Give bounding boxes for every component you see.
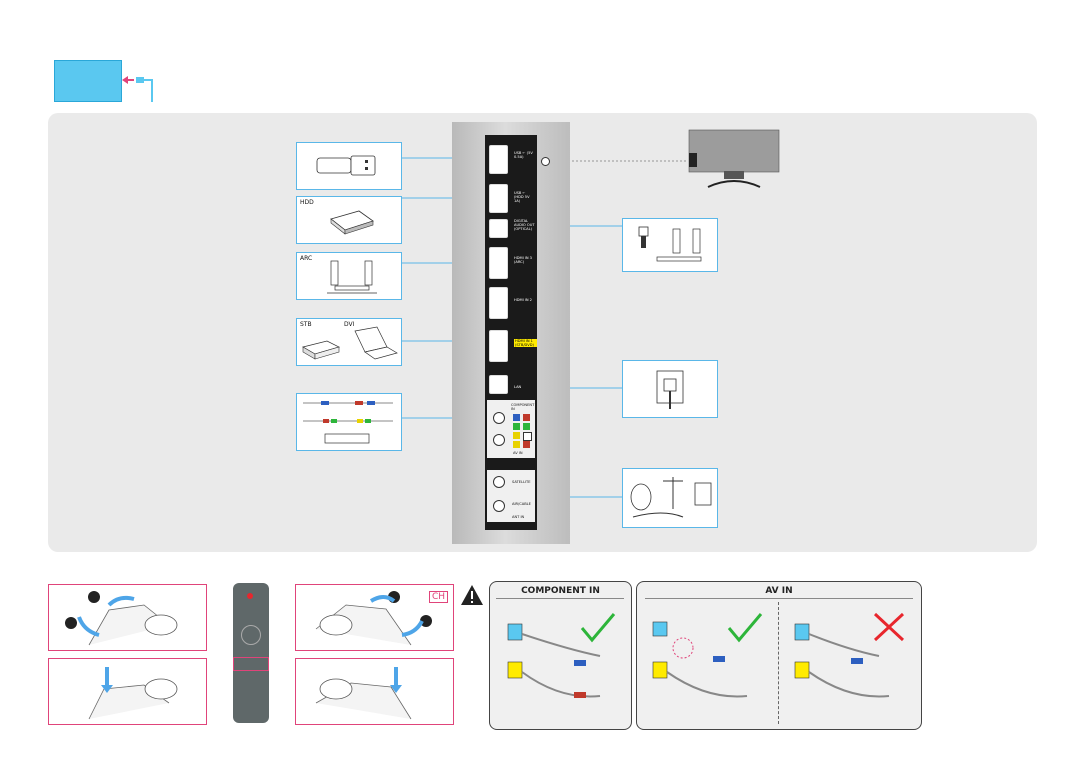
- arc-label: ARC: [300, 255, 313, 262]
- mute-panel: [48, 658, 207, 725]
- arc-soundbar-box: ARC: [296, 252, 402, 300]
- hdd-box: HDD: [296, 196, 402, 244]
- satellite-jack[interactable]: [493, 476, 505, 488]
- avin-correct-illustration: [652, 613, 763, 698]
- avin-wrong-illustration: [794, 612, 905, 698]
- avin-guide-title: AV IN: [765, 586, 793, 596]
- rocker-highlight: [233, 657, 269, 671]
- mute-press-icon: [88, 667, 178, 720]
- stb-dvi-box: STB DVI: [296, 318, 402, 366]
- component-label: COMPONENT IN: [511, 403, 535, 411]
- optical-label: DIGITAL AUDIO OUT (OPTICAL): [514, 219, 535, 231]
- lan-wall-box: [622, 360, 718, 418]
- usb-stick-icon: [316, 155, 376, 176]
- lan-label: LAN: [514, 385, 522, 389]
- stb-laptop-icon: [302, 326, 398, 360]
- stb-label: STB: [300, 321, 312, 328]
- channel-up-panel: CH: [295, 584, 454, 651]
- air-cable-jack[interactable]: [493, 500, 505, 512]
- hdd-icon: [330, 210, 374, 235]
- rca-cables-icon: [303, 401, 393, 444]
- optical-soundbar-icon: [638, 226, 702, 262]
- check-icon: [727, 613, 763, 643]
- component-guide-title: COMPONENT IN: [521, 586, 600, 596]
- cross-icon: [873, 612, 905, 642]
- dvi-label: DVI: [344, 321, 355, 328]
- hdmi-1-port[interactable]: [489, 330, 508, 362]
- usb-stick-box: [296, 142, 402, 190]
- av-jack[interactable]: [493, 434, 505, 446]
- tv-rear-icon: [688, 129, 780, 188]
- optical-port[interactable]: [489, 219, 508, 238]
- hdmi2-label: HDMI IN 2: [514, 298, 532, 302]
- hdd-label: HDD: [300, 199, 314, 206]
- channel-press-icon: [315, 667, 412, 720]
- channel-rocker-icon: [315, 591, 432, 646]
- avin-label: AV IN: [513, 451, 523, 455]
- antenna-block: SATELLITE AIR/CABLE ANT IN: [487, 470, 535, 522]
- antenna-box: [622, 468, 718, 528]
- lan-port[interactable]: [489, 375, 508, 394]
- air-cable-label: AIR/CABLE: [512, 502, 531, 506]
- soundbar-icon: [327, 260, 377, 294]
- volume-rocker-icon: [65, 591, 178, 646]
- component-correct-illustration: [507, 613, 616, 698]
- tv-icon: [54, 60, 122, 102]
- ant-in-label: ANT IN: [512, 515, 525, 519]
- component-av-block: COMPONENT IN AV IN: [487, 400, 535, 458]
- component-in-guide: COMPONENT IN: [489, 581, 632, 730]
- component-jack[interactable]: [493, 412, 505, 424]
- ch-label: CH: [429, 591, 449, 603]
- av-in-guide: AV IN: [636, 581, 922, 730]
- lan-wall-icon: [656, 370, 684, 409]
- check-icon: [580, 613, 616, 643]
- dpad-icon[interactable]: [241, 625, 261, 645]
- antenna-icon: [630, 477, 712, 518]
- warning-icon: [461, 585, 483, 605]
- usb2-label: USB ⇠ (HDD 5V 1A): [514, 191, 530, 203]
- power-button-icon[interactable]: [247, 593, 253, 599]
- port-marker-icon: [541, 157, 550, 166]
- usb-port-1[interactable]: [489, 145, 508, 174]
- channel-list-panel: [295, 658, 454, 725]
- usb1-label: USB ⇠ (5V 0.5A): [514, 151, 533, 159]
- remote-control: [233, 583, 269, 723]
- satellite-label: SATELLITE: [512, 480, 531, 484]
- volume-up-panel: [48, 584, 207, 651]
- hdmi3-label: HDMI IN 3 (ARC): [514, 256, 532, 264]
- cable-plug-icon: [122, 76, 153, 102]
- hdmi-3-port[interactable]: [489, 247, 508, 279]
- av-cables-box: [296, 393, 402, 451]
- hdmi1-label: HDMI IN 1 (STB/DVD): [514, 339, 537, 347]
- usb-port-2[interactable]: [489, 184, 508, 213]
- hdmi-2-port[interactable]: [489, 287, 508, 319]
- optical-soundbar-box: [622, 218, 718, 272]
- jack-color-grid: [513, 414, 533, 450]
